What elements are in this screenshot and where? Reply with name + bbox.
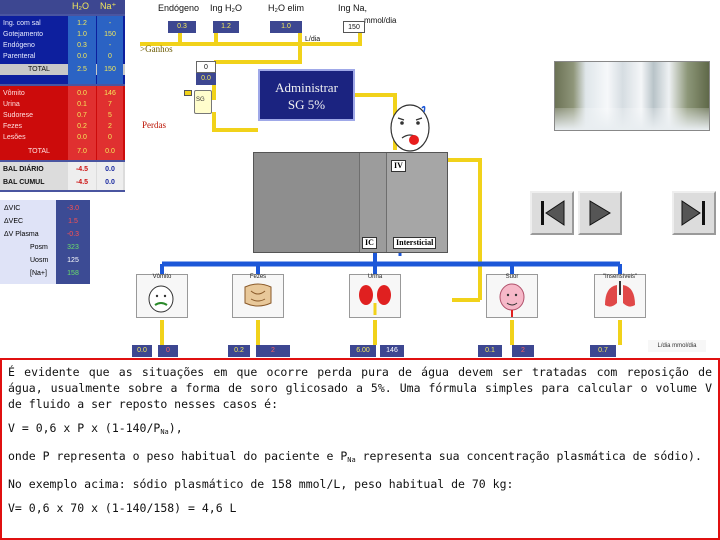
skip-back-icon <box>532 193 572 233</box>
first-page-button[interactable] <box>530 191 574 235</box>
iv-bag-icon[interactable]: SG <box>194 90 212 114</box>
sweat-na-value: 2 <box>512 345 534 357</box>
water-eliminated-header: H₂O elim <box>268 3 304 13</box>
water-unit: L/dia <box>305 36 320 43</box>
losses-label: Perdas <box>142 120 166 130</box>
ic-label: IC <box>362 237 377 249</box>
iv-label: IV <box>391 160 406 172</box>
urine-na-value: 146 <box>380 345 404 357</box>
kidney-icon <box>350 275 400 317</box>
vomit-face-icon <box>137 275 187 317</box>
water-intake-value[interactable]: 1.2 <box>213 21 239 33</box>
feces-na-value: 2 <box>256 345 290 357</box>
water-intake-header: Ing H₂O <box>210 3 242 13</box>
skip-forward-icon <box>674 193 714 233</box>
insensible-h2o-value: 0.7 <box>590 345 616 357</box>
intro-paragraph: É evidente que as situações em que ocorr… <box>8 364 712 412</box>
endogenous-header: Endógeno <box>158 3 199 13</box>
last-page-button[interactable] <box>672 191 716 235</box>
clamp-icon <box>184 90 192 96</box>
organ-vomit: Vômito <box>136 274 188 318</box>
feces-h2o-value: 0.2 <box>228 345 250 357</box>
lungs-icon <box>595 275 645 317</box>
waterfall-image <box>554 61 710 131</box>
explanation-panel: É evidente que as situações em que ocorr… <box>0 358 720 540</box>
formula-line: V = 0,6 x P x (1-140/PNa), <box>8 420 712 440</box>
administer-sg5-banner: Administrar SG 5% <box>258 69 355 121</box>
triangle-right-icon <box>580 193 620 233</box>
parenteral-value: 0.0 <box>196 73 216 85</box>
interstitial-label: Intersticial <box>393 237 436 249</box>
sodium-intake-value[interactable]: 150 <box>343 21 365 33</box>
organ-insensible: "Insensíveis" <box>594 274 646 318</box>
vomit-h2o-value: 0.0 <box>132 345 152 357</box>
vomit-na-value: 0 <box>158 345 178 357</box>
urine-h2o-value: 6.00 <box>350 345 376 357</box>
intestine-icon <box>233 275 283 317</box>
parenteral-input[interactable]: 0 <box>196 61 216 73</box>
gains-label: >Ganhos <box>140 44 173 54</box>
water-eliminated-value[interactable]: 1.0 <box>270 21 302 33</box>
sodium-intake-header: Ing Na, <box>338 3 367 13</box>
output-unit-label: L/dia mmol/dia <box>648 340 706 352</box>
organ-urine: Urina <box>349 274 401 318</box>
result-line: V= 0,6 x 70 x (1-140/158) = 4,6 L <box>8 500 712 516</box>
patient-face-icon <box>388 100 434 154</box>
definition-line: onde P representa o peso habitual do pac… <box>8 448 712 468</box>
endogenous-value[interactable]: 0.3 <box>168 21 196 33</box>
organ-feces: Fezes <box>232 274 284 318</box>
organ-sweat: Suor <box>486 274 538 318</box>
example-line: No exemplo acima: sódio plasmático de 15… <box>8 476 712 492</box>
previous-page-button[interactable] <box>578 191 622 235</box>
sodium-unit: mmol/dia <box>364 16 396 25</box>
sweat-h2o-value: 0.1 <box>478 345 502 357</box>
sweating-face-icon <box>487 275 537 317</box>
